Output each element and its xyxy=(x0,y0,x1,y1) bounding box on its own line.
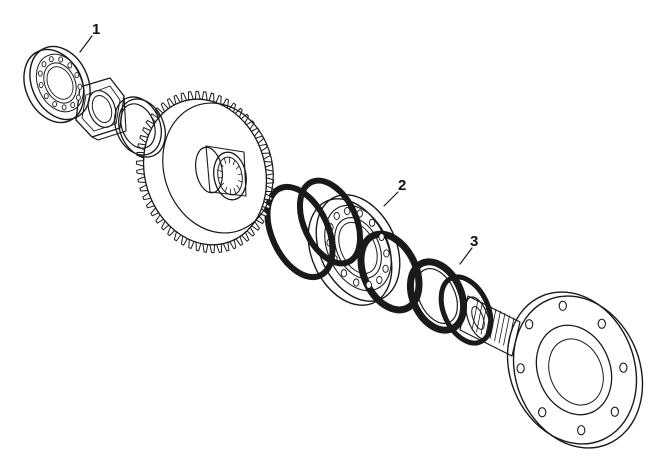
bearing-balls xyxy=(37,56,83,111)
hub-roller xyxy=(217,169,223,173)
hub-roller xyxy=(237,179,243,183)
hub-roller xyxy=(235,165,240,170)
hub-roller xyxy=(237,173,242,176)
bolt-hole xyxy=(597,318,606,329)
shaft-spline xyxy=(494,310,501,342)
bearing-ball xyxy=(70,101,76,109)
bearing-ball xyxy=(37,70,43,77)
small-bearing xyxy=(23,45,91,124)
callout-label-1: 1 xyxy=(92,21,100,38)
bearing-ball xyxy=(368,218,376,227)
bolt-hole xyxy=(525,319,534,330)
bearing-ball xyxy=(38,82,44,89)
retaining-spring-clip xyxy=(264,177,364,281)
bearing-ball xyxy=(41,61,47,68)
shaft-spline xyxy=(471,299,479,331)
hub-roller xyxy=(232,159,236,166)
hub-roller xyxy=(224,186,228,193)
bearing-ball xyxy=(378,232,385,242)
bearing-ball xyxy=(67,62,73,69)
bearing-ball xyxy=(376,275,383,285)
bearing-ball xyxy=(344,207,351,216)
bolt-hole xyxy=(610,406,619,417)
bearing-ball xyxy=(365,280,372,289)
bearing-ball xyxy=(48,56,54,63)
bearing-ball xyxy=(333,211,340,221)
hub-roller xyxy=(219,162,224,168)
shaft-spline xyxy=(498,313,506,344)
shaft-spline xyxy=(503,315,510,346)
bearing-ball xyxy=(58,56,64,63)
callout-label-3: 3 xyxy=(470,233,478,250)
hex-nut xyxy=(75,77,127,141)
bearing-ball xyxy=(382,264,389,273)
bolt-hole xyxy=(577,425,586,436)
bolt-hole xyxy=(619,362,628,373)
hub-roller xyxy=(236,184,241,190)
hub-roller xyxy=(218,176,223,179)
bearing-ball xyxy=(340,269,348,278)
bearing-ball xyxy=(74,72,80,79)
bolt-hole xyxy=(516,363,525,374)
callout-3: 3 xyxy=(459,233,478,265)
bearing-ball xyxy=(43,93,49,100)
hub-roller xyxy=(233,188,237,194)
hub-roller xyxy=(220,182,225,187)
bearing-ball xyxy=(52,101,57,108)
flange-bolt-holes xyxy=(516,300,628,436)
callout-label-2: 2 xyxy=(398,177,406,194)
bolt-hole xyxy=(538,407,547,418)
bolt-hole xyxy=(558,300,567,311)
callout-2: 2 xyxy=(383,177,406,207)
spur-gear xyxy=(135,90,275,254)
bearing-ball xyxy=(383,249,390,258)
bearing-ball xyxy=(353,278,360,287)
callout-1: 1 xyxy=(79,21,100,53)
bearing-ball xyxy=(75,94,81,101)
bearing-ball xyxy=(77,83,83,90)
hub-needle-rollers xyxy=(217,157,243,195)
hub-roller xyxy=(223,158,227,164)
bearing-ball xyxy=(61,104,67,111)
